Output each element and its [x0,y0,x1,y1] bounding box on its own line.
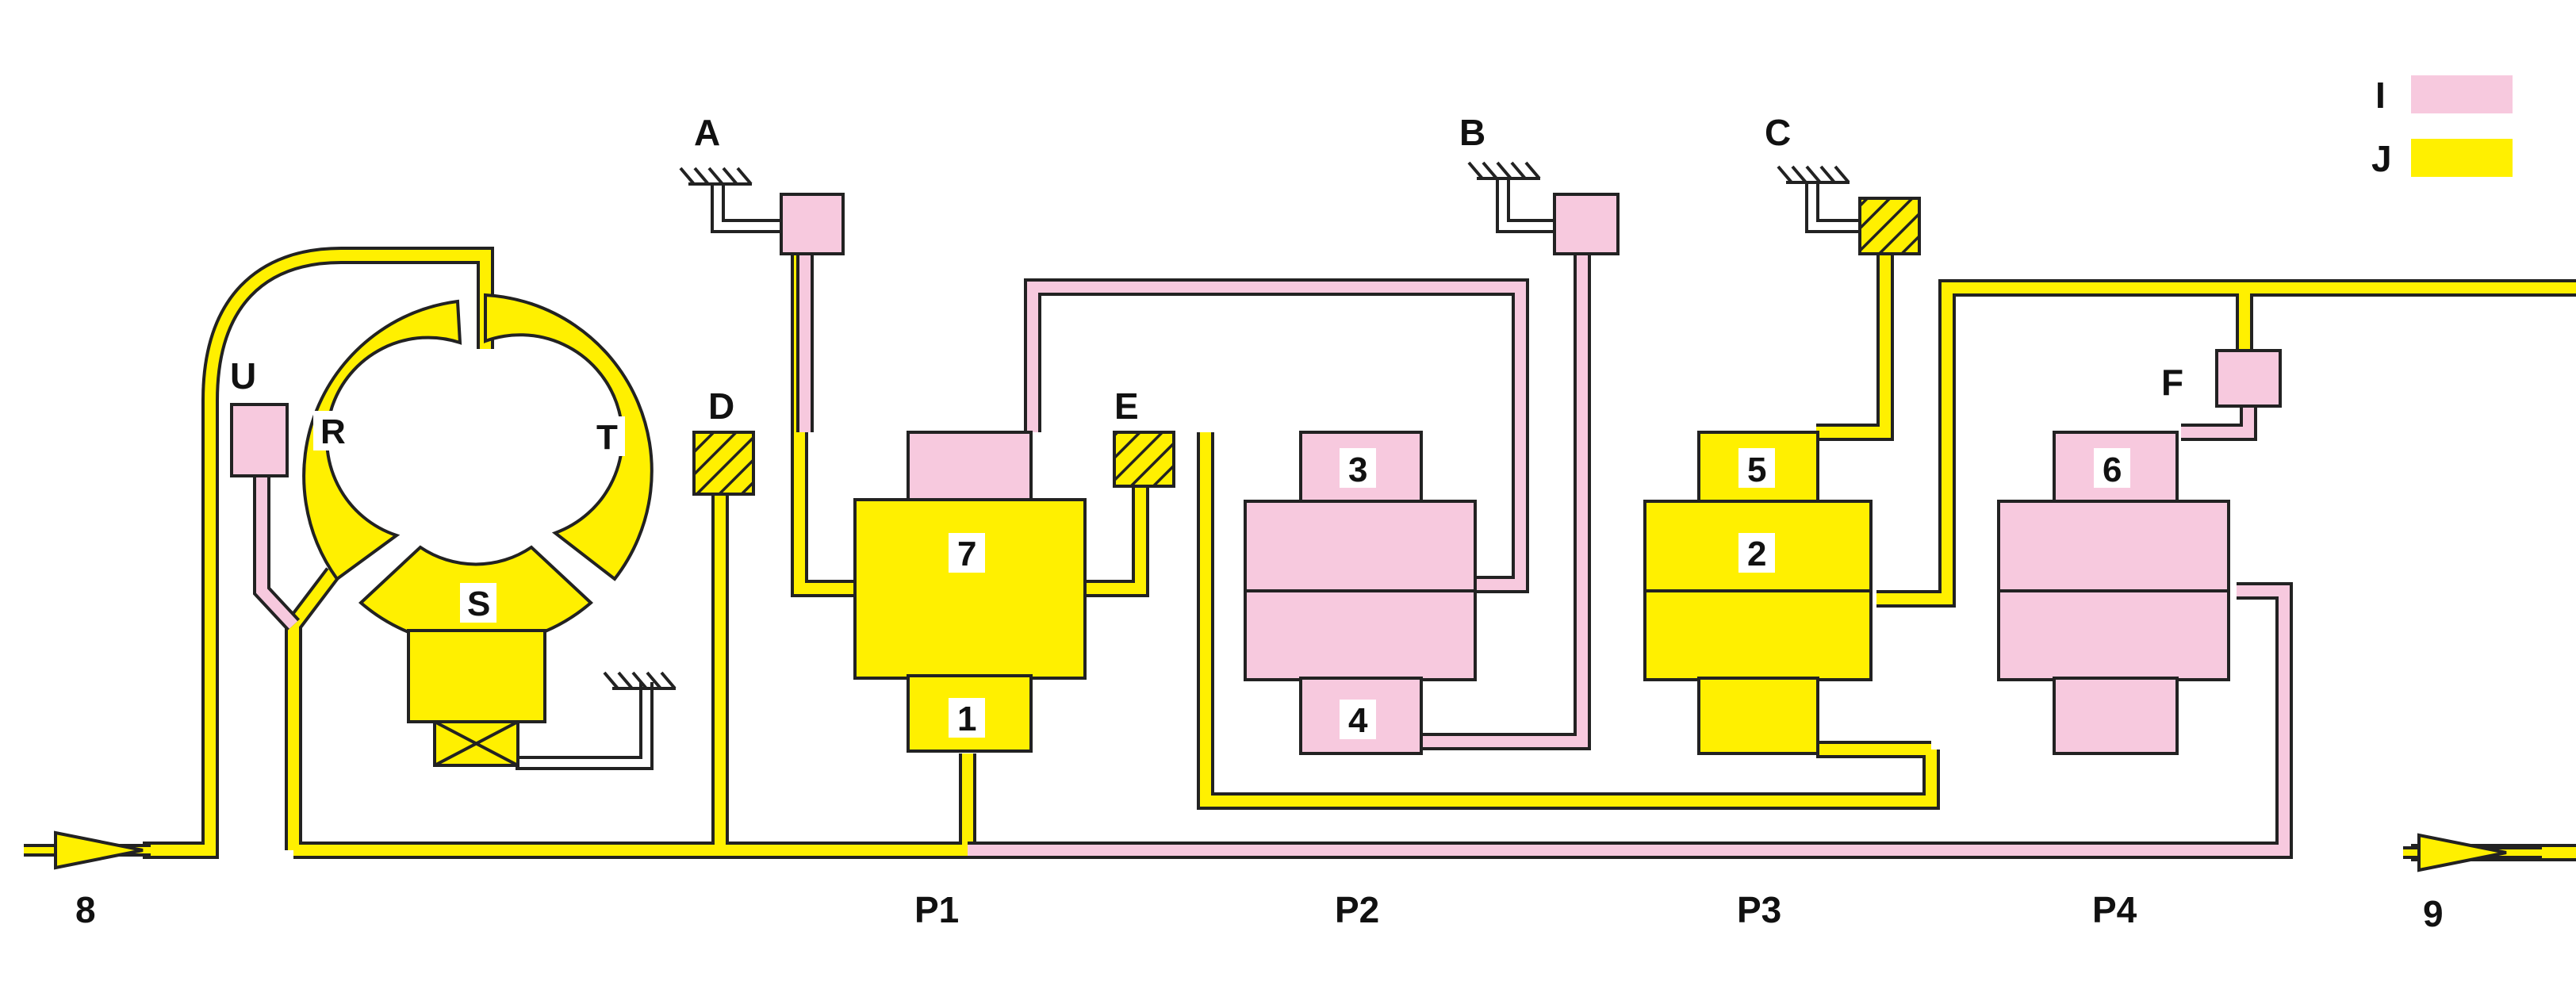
legend-swatch-J [2411,139,2513,177]
pump-ring-R [302,299,462,581]
label-F: F [2161,362,2183,403]
label-S: S [467,585,490,623]
outlet-arrow [2403,833,2542,872]
valve-A [780,193,845,255]
legend-swatch-I [2411,75,2513,113]
label-1: 1 [957,700,976,738]
pump-body [407,629,546,723]
pump-assembly [302,293,654,767]
valve-F [2215,349,2282,408]
label-P4: P4 [2092,889,2137,930]
label-9: 9 [2423,893,2444,934]
pump-ring-T [484,293,654,581]
legend: I J [2371,75,2513,179]
label-B: B [1459,112,1485,153]
label-3: 3 [1348,450,1367,489]
label-P2: P2 [1335,889,1379,930]
label-6: 6 [2103,450,2122,489]
label-8: 8 [75,889,96,930]
inlet-arrow [24,830,151,870]
valve-B [1553,193,1620,255]
valves [692,193,2282,496]
valve-D [692,431,755,496]
label-4: 4 [1348,701,1368,740]
ground-connectors [516,178,1860,770]
legend-label-J: J [2371,138,2392,179]
cylinder-P3 [1643,431,1873,755]
valve-U [230,403,289,477]
label-A: A [694,112,720,153]
valve-E [1113,431,1175,488]
label-D: D [708,385,734,427]
label-2: 2 [1747,535,1766,573]
pink-pipes [253,230,2293,859]
label-R: R [320,412,346,451]
number-badges: 7 3 4 5 2 6 1 S R T [313,411,2130,740]
label-P1: P1 [914,889,959,930]
valve-C [1858,197,1921,255]
label-P3: P3 [1737,889,1781,930]
cross-box-icon [434,720,519,767]
arrow-right-icon [54,830,144,870]
label-T: T [596,418,618,457]
arrow-right-icon [2417,833,2507,872]
ground-hatch-icon [603,161,1850,690]
label-7: 7 [957,535,976,573]
component-labels: A B C D E F U 8 9 P1 P2 P3 P4 [75,112,2444,934]
cylinder-P2 [1244,431,1477,755]
label-U: U [230,355,256,397]
label-E: E [1114,385,1139,427]
cylinder-P4 [1997,431,2230,755]
label-C: C [1765,112,1791,153]
legend-label-I: I [2375,75,2386,116]
label-5: 5 [1747,450,1766,489]
